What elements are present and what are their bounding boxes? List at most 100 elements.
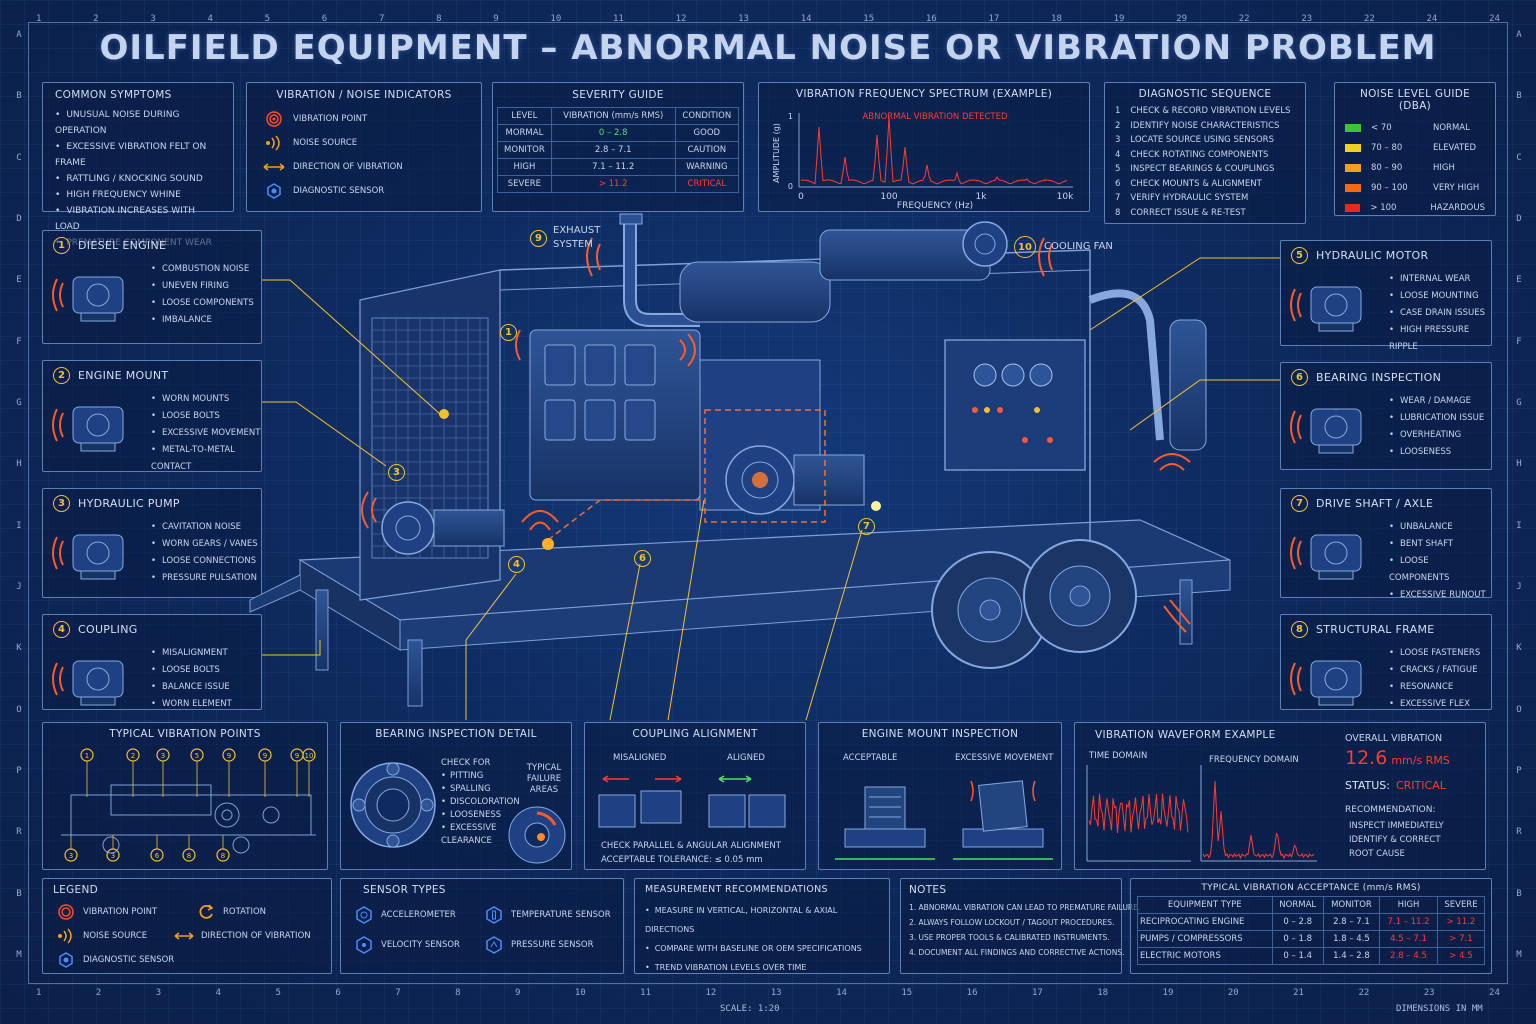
issue-text: RESONANCE xyxy=(1400,682,1454,692)
symptom-text: RATTLING / KNOCKING SOUND xyxy=(66,174,203,184)
acceptable-label: ACCEPTABLE xyxy=(843,753,898,763)
ruler-label: C xyxy=(1516,152,1522,163)
symptom-item: •EXCESSIVE VIBRATION FELT ON FRAME xyxy=(55,139,221,171)
component-issue-list: •WEAR / DAMAGE•LUBRICATION ISSUE•OVERHEA… xyxy=(1389,393,1484,461)
status-badge: CRITICAL xyxy=(1395,779,1446,792)
component-issue: •EXCESSIVE RUNOUT xyxy=(1389,587,1491,604)
component-issue: •LOOSENESS xyxy=(1389,444,1484,461)
callout-badge: 9 xyxy=(530,229,547,247)
issue-text: LOOSE MOUNTING xyxy=(1400,291,1479,301)
temperature-sensor-icon xyxy=(486,906,502,924)
component-issue: •EXCESSIVE FLEX xyxy=(1389,696,1480,713)
ruler-label: J xyxy=(1516,581,1522,592)
point-badge-top: 9 xyxy=(222,748,236,797)
acceptance-cell: 2.8 – 7.1 xyxy=(1322,913,1381,931)
ruler-label: H xyxy=(1516,459,1522,470)
component-number-badge: 8 xyxy=(1291,621,1308,638)
ruler-label: J xyxy=(16,581,22,592)
bullet-icon: • xyxy=(151,411,157,421)
waveform-title: VIBRATION WAVEFORM EXAMPLE xyxy=(1095,729,1276,741)
component-number-badge: 3 xyxy=(53,495,70,512)
callout-badge: 4 xyxy=(508,556,525,573)
component-title: BEARING INSPECTION xyxy=(1316,371,1442,384)
issue-text: CASE DRAIN ISSUES xyxy=(1400,308,1486,318)
bearing-detail-title: BEARING INSPECTION DETAIL xyxy=(375,728,537,740)
indicator-noise-source: NOISE SOURCE xyxy=(261,131,467,155)
bullet-icon: • xyxy=(1389,274,1395,284)
point-badge-bottom: 6 xyxy=(150,835,164,862)
point-label: 5 xyxy=(195,752,199,760)
vibration-point-icon xyxy=(58,904,74,920)
severity-table: LEVEL VIBRATION (mm/s RMS) CONDITION MOR… xyxy=(497,107,740,193)
bullet-icon: • xyxy=(151,445,157,455)
issue-text: WORN ELEMENT xyxy=(162,699,232,709)
indicators-panel: VIBRATION / NOISE INDICATORS VIBRATION P… xyxy=(246,82,482,212)
noise-label: ELEVATED xyxy=(1433,143,1477,153)
point-badge-bottom: 3 xyxy=(64,835,78,862)
component-issue: •LOOSE CONNECTIONS xyxy=(151,553,258,570)
indicators-title: VIBRATION / NOISE INDICATORS xyxy=(276,89,452,101)
ruler-label: 17 xyxy=(1031,988,1043,998)
recommendation-item: INSPECT IMMEDIATELY xyxy=(1349,821,1444,831)
ruler-label: C xyxy=(16,152,22,163)
step-text: CHECK ROTATING COMPONENTS xyxy=(1130,149,1269,160)
component-issue: •HIGH PRESSURE RIPPLE xyxy=(1389,322,1491,356)
acceptance-cell: 1.4 – 2.8 xyxy=(1322,947,1381,965)
coupling-title: COUPLING ALIGNMENT xyxy=(632,728,758,740)
bearing-check-for: CHECK FOR xyxy=(441,758,491,768)
legend-vibration: VIBRATION POINT xyxy=(55,903,157,921)
coupling-note: CHECK PARALLEL & ANGULAR ALIGNMENT xyxy=(601,841,781,851)
acceptance-cell: 7.1 – 11.2 xyxy=(1379,913,1438,931)
component-issue: •BALANCE ISSUE xyxy=(151,679,232,696)
issue-text: UNBALANCE xyxy=(1400,522,1453,532)
ruler-label: 29 xyxy=(1176,14,1188,24)
ruler-label: 10 xyxy=(574,988,586,998)
direction-arrow-icon xyxy=(263,163,285,171)
component-issue-list: •WORN MOUNTS•LOOSE BOLTS•EXCESSIVE MOVEM… xyxy=(151,391,261,476)
ruler-label: 9 xyxy=(493,14,499,24)
point-label: 3 xyxy=(161,752,165,760)
time-domain-label: TIME DOMAIN xyxy=(1089,751,1148,761)
component-number-badge: 5 xyxy=(1291,247,1308,264)
ruler-label: 3 xyxy=(155,988,162,998)
bullet-icon: • xyxy=(645,906,650,915)
component-issue: •METAL-TO-METAL CONTACT xyxy=(151,442,261,476)
ruler-label: H xyxy=(16,459,22,470)
point-badge-top: 3 xyxy=(156,748,170,797)
bullet-icon: • xyxy=(1389,430,1395,440)
component-issue: •BENT SHAFT xyxy=(1389,536,1491,553)
bullet-icon: • xyxy=(1389,325,1395,335)
severity-cond: CRITICAL xyxy=(674,175,740,193)
noise-range: 90 – 100 xyxy=(1371,183,1408,193)
fan-callout: 10 COOLING FAN xyxy=(1014,236,1113,258)
point-badge-bottom: 8 xyxy=(182,835,196,862)
noise-swatch-icon xyxy=(1345,204,1361,212)
acceptance-cell: 4.5 – 7.1 xyxy=(1379,930,1438,948)
component-illustration-icon xyxy=(52,534,124,580)
notes-list: 1. ABNORMAL VIBRATION CAN LEAD TO PREMAT… xyxy=(909,900,1140,960)
issue-text: HIGH PRESSURE RIPPLE xyxy=(1389,325,1470,352)
bearing-checklist: CHECK FOR •PITTING•SPALLING•DISCOLORATIO… xyxy=(441,757,520,848)
severity-cond: GOOD xyxy=(674,124,740,142)
point-badge-top: 10 xyxy=(302,748,316,797)
step-text: CORRECT ISSUE & RE-TEST xyxy=(1130,207,1246,218)
symptoms-panel: COMMON SYMPTOMS •UNUSUAL NOISE DURING OP… xyxy=(42,82,234,248)
ruler-label: E xyxy=(16,275,22,286)
acceptance-cell: PUMPS / COMPRESSORS xyxy=(1137,930,1273,948)
component-issue: •LOOSE COMPONENTS xyxy=(151,295,254,312)
ruler-label: M xyxy=(1516,949,1522,960)
spectrum-panel: VIBRATION FREQUENCY SPECTRUM (EXAMPLE) 1… xyxy=(758,82,1090,212)
point-badge-bottom: 8 xyxy=(216,835,230,862)
severity-vib: > 11.2 xyxy=(550,175,676,193)
component-issue: •WORN GEARS / VANES xyxy=(151,536,258,553)
